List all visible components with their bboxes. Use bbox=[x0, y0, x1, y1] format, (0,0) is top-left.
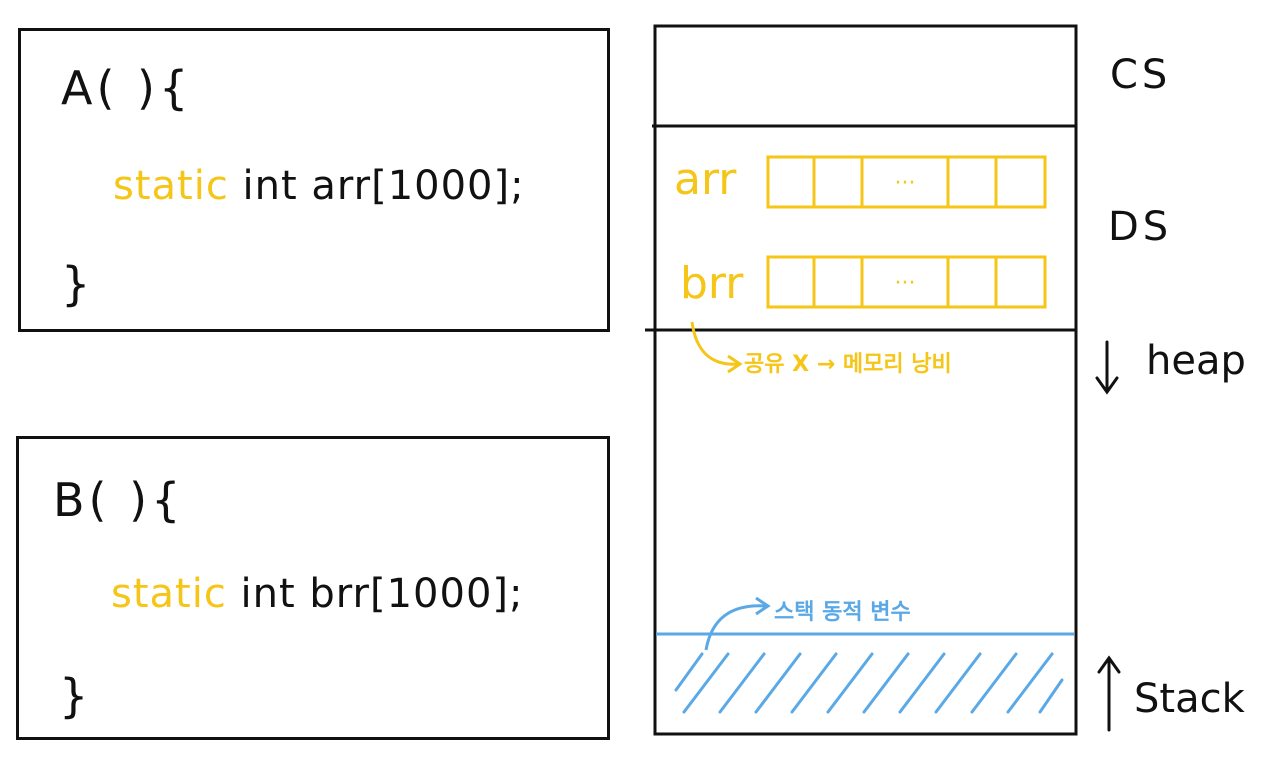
segment-label-ds: DS bbox=[1108, 204, 1173, 250]
static-keyword-b: static bbox=[111, 571, 227, 617]
code-box-b: B( ){ static int brr[1000]; } bbox=[16, 436, 610, 740]
hatch-line bbox=[826, 652, 874, 714]
function-close-a: } bbox=[61, 257, 91, 311]
memory-outline bbox=[653, 24, 1078, 736]
hatch-line bbox=[1038, 678, 1064, 714]
code-line-b: static int brr[1000]; bbox=[111, 571, 523, 617]
arr-array: ··· bbox=[766, 155, 1047, 209]
hatch-line bbox=[862, 652, 910, 714]
hatch-line bbox=[1006, 652, 1054, 714]
arrow-down-icon bbox=[1095, 340, 1119, 395]
segment-label-heap: heap bbox=[1146, 338, 1246, 384]
arrow-up-icon bbox=[1097, 655, 1121, 732]
segment-label-cs: CS bbox=[1110, 52, 1172, 98]
arr-array-outline bbox=[766, 155, 1047, 209]
stack-note-arrow bbox=[704, 604, 767, 651]
heap-note: 공유 X → 메모리 낭비 bbox=[744, 352, 952, 377]
hatch-line bbox=[934, 652, 982, 714]
function-header-a: A( ){ bbox=[61, 61, 193, 115]
heap-note-arrowhead bbox=[727, 354, 743, 374]
arr-ellipsis: ··· bbox=[895, 171, 916, 196]
function-close-b: } bbox=[59, 669, 89, 723]
stack-note: 스택 동적 변수 bbox=[774, 600, 911, 625]
hatch-line bbox=[970, 652, 1018, 714]
static-keyword-a: static bbox=[113, 163, 229, 209]
hatch-line bbox=[718, 652, 766, 714]
brr-array-outline bbox=[766, 255, 1047, 309]
variable-label-arr: arr bbox=[674, 154, 737, 205]
heap-note-arrow bbox=[690, 321, 739, 366]
hatch-line bbox=[674, 652, 704, 692]
stack-note-arrowhead bbox=[755, 596, 771, 616]
segment-label-stack: Stack bbox=[1134, 676, 1245, 722]
code-box-a: A( ){ static int arr[1000]; } bbox=[18, 28, 610, 332]
declaration-a: int arr[1000]; bbox=[228, 163, 525, 209]
declaration-b: int brr[1000]; bbox=[226, 571, 524, 617]
brr-ellipsis: ··· bbox=[895, 271, 916, 296]
brr-array: ··· bbox=[766, 255, 1047, 309]
code-line-a: static int arr[1000]; bbox=[113, 163, 525, 209]
hatch-line bbox=[898, 652, 946, 714]
hatch-line bbox=[682, 652, 730, 714]
function-header-b: B( ){ bbox=[53, 473, 185, 527]
hatch-line bbox=[754, 652, 802, 714]
variable-label-brr: brr bbox=[680, 258, 744, 309]
hatch-line bbox=[790, 652, 838, 714]
stack-hatching bbox=[674, 652, 1064, 714]
